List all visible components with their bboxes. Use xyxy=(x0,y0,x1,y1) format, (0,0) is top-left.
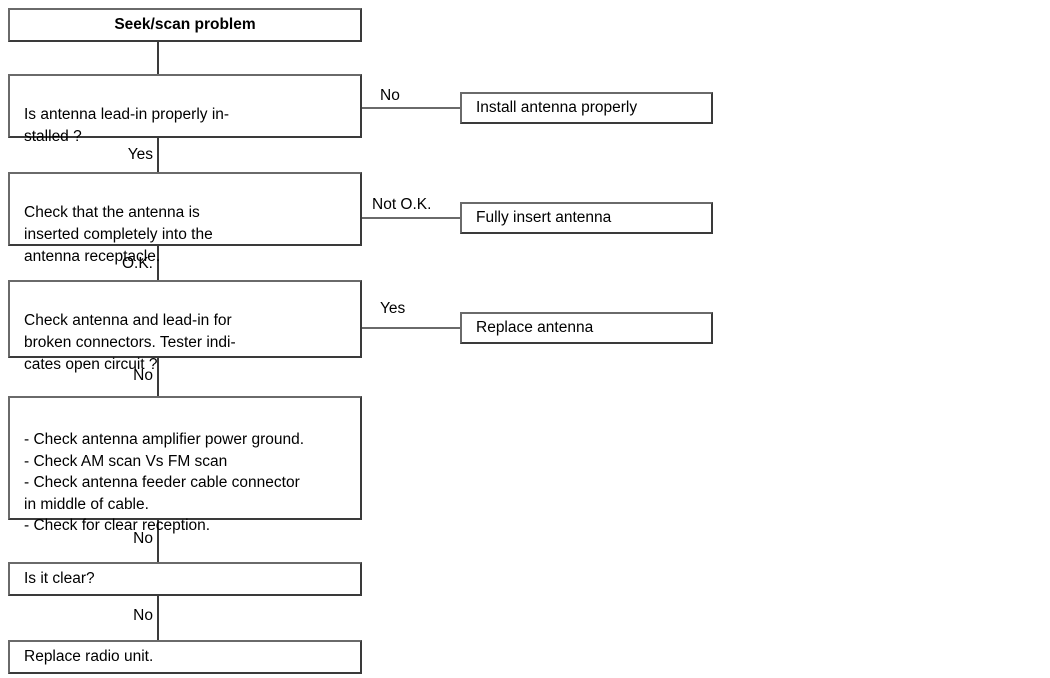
node-action-replace-antenna-label: Replace antenna xyxy=(476,319,594,336)
connector-checklist-to-clear xyxy=(157,520,159,562)
node-action-install-antenna: Install antenna properly xyxy=(460,92,713,124)
node-question-leadin: Is antenna lead-in properly in- stalled … xyxy=(8,74,362,145)
node-action-replace-antenna: Replace antenna xyxy=(460,312,713,344)
edge-label-leadin-yes: Yes xyxy=(127,146,153,163)
edge-label-broken-yes: Yes xyxy=(380,300,406,317)
node-question-is-it-clear-label: Is it clear? xyxy=(24,570,95,587)
connector-broken-to-replace-antenna xyxy=(362,327,461,329)
connector-leadin-to-inserted xyxy=(157,138,159,172)
connector-inserted-to-broken xyxy=(157,246,159,280)
edge-label-clear-no: No xyxy=(133,607,153,624)
edge-label-checklist-no: No xyxy=(133,530,153,547)
node-action-fully-insert-label: Fully insert antenna xyxy=(476,209,612,226)
edge-label-inserted-ok: O.K. xyxy=(121,255,153,272)
connector-inserted-to-fully xyxy=(362,217,461,219)
node-action-install-antenna-label: Install antenna properly xyxy=(476,99,638,116)
node-action-replace-radio-unit-label: Replace radio unit. xyxy=(24,648,154,665)
node-action-replace-radio-unit: Replace radio unit. xyxy=(8,640,362,674)
node-question-broken-connectors: Check antenna and lead-in for broken con… xyxy=(8,280,362,373)
edge-label-broken-no: No xyxy=(133,367,153,384)
connector-broken-to-checklist xyxy=(157,358,159,396)
node-start: Seek/scan problem xyxy=(8,8,362,42)
node-start-label: Seek/scan problem xyxy=(114,16,256,33)
edge-label-inserted-not-ok: Not O.K. xyxy=(372,196,432,213)
edge-label-leadin-no: No xyxy=(380,87,400,104)
node-question-is-it-clear: Is it clear? xyxy=(8,562,362,596)
node-question-leadin-label: Is antenna lead-in properly in- stalled … xyxy=(24,106,230,145)
connector-leadin-to-install xyxy=(362,107,461,109)
node-action-fully-insert: Fully insert antenna xyxy=(460,202,713,234)
node-question-inserted: Check that the antenna is inserted compl… xyxy=(8,172,362,265)
connector-start-to-leadin xyxy=(157,42,159,74)
node-question-broken-connectors-label: Check antenna and lead-in for broken con… xyxy=(24,312,236,373)
node-checklist: - Check antenna amplifier power ground. … xyxy=(8,396,362,534)
node-checklist-label: - Check antenna amplifier power ground. … xyxy=(24,431,305,534)
connector-clear-to-replace-radio xyxy=(157,596,159,640)
node-question-inserted-label: Check that the antenna is inserted compl… xyxy=(24,204,213,265)
